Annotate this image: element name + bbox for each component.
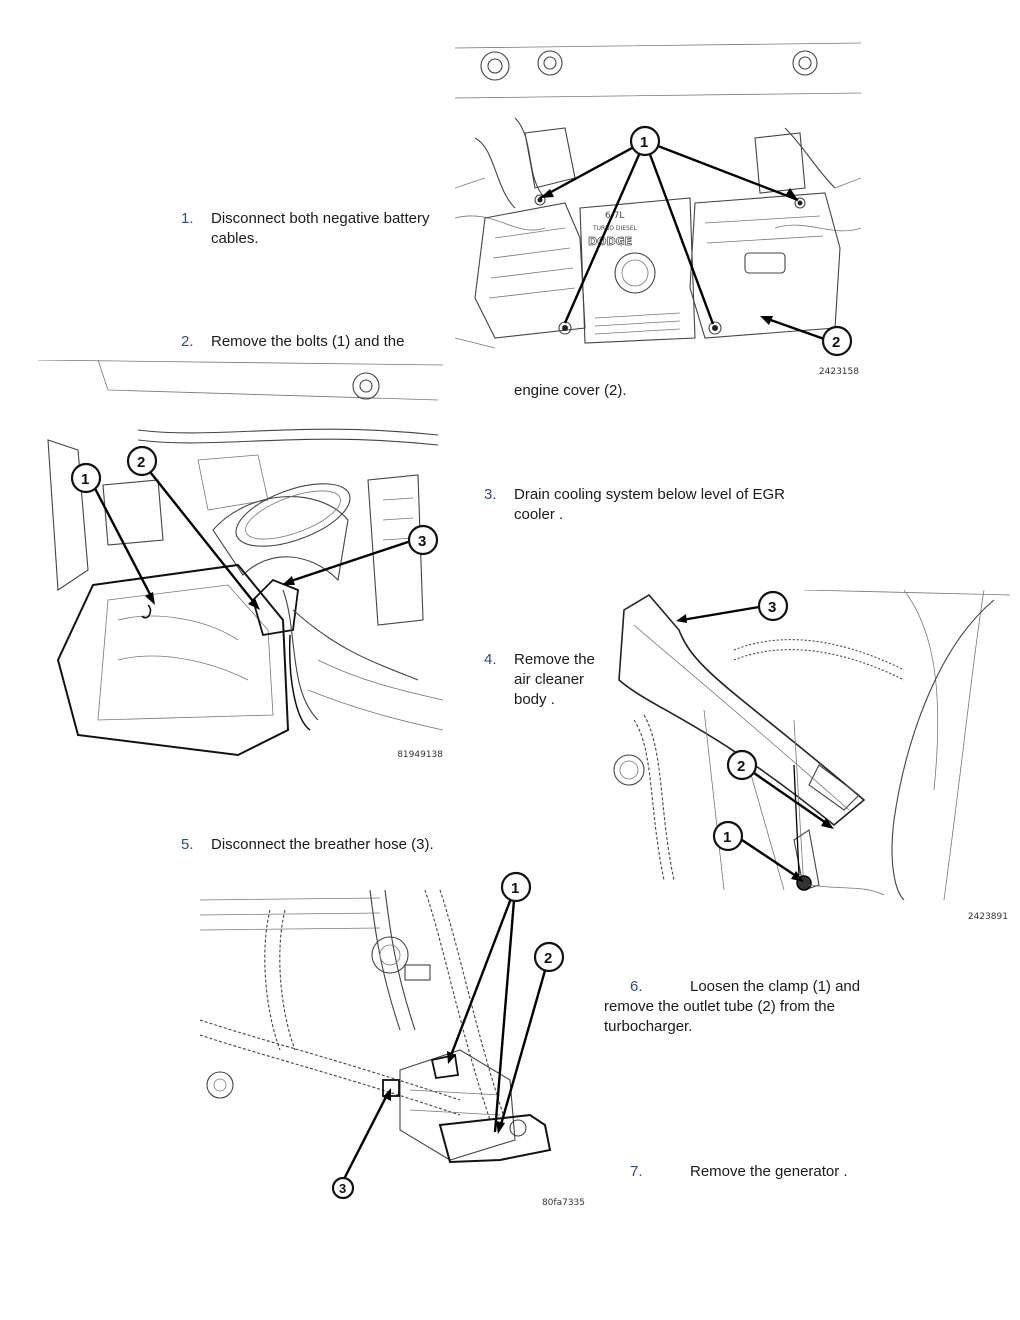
svg-text:1: 1 xyxy=(723,829,731,846)
callout-3: 3 xyxy=(757,590,789,622)
callout-1: 1 xyxy=(629,125,661,157)
svg-text:1: 1 xyxy=(81,471,89,488)
svg-text:1: 1 xyxy=(511,880,519,897)
step-text: Remove the air cleaner body . xyxy=(514,651,595,708)
figure-outlet-tube: 3 2 1 2423891 xyxy=(604,590,1010,930)
step-7: 7. Remove the generator . xyxy=(630,1162,890,1182)
step-6: 6.Loosen the clamp (1) and remove the ou… xyxy=(604,977,874,1037)
svg-text:2: 2 xyxy=(737,758,745,775)
step-2-continued: engine cover (2). xyxy=(514,382,627,399)
figure-id: 2423158 xyxy=(818,367,859,377)
svg-text:2: 2 xyxy=(832,334,840,351)
step-text: Remove the generator . xyxy=(690,1163,848,1180)
cover-text-turbo: TURBO DIESEL xyxy=(592,225,638,232)
svg-text:3: 3 xyxy=(339,1181,346,1196)
callout-3: 3 xyxy=(407,524,439,556)
engine-cover-illustration: 6.7L TURBO DIESEL DODGE 1 2 xyxy=(455,42,861,357)
cover-text-displacement: 6.7L xyxy=(605,211,624,221)
step-text: Loosen the clamp (1) and remove the outl… xyxy=(604,978,861,1035)
step-number: 7. xyxy=(630,1163,643,1180)
outlet-tube-illustration: 3 2 1 xyxy=(613,590,1010,900)
svg-text:3: 3 xyxy=(418,533,426,550)
svg-text:1: 1 xyxy=(640,134,648,151)
step-4: 4. Remove the air cleaner body . xyxy=(484,650,614,710)
figure-air-cleaner: 1 2 3 81949138 xyxy=(38,360,443,765)
step-number: 5. xyxy=(181,836,194,853)
step-number: 1. xyxy=(181,210,194,227)
step-text: Remove the bolts (1) and the xyxy=(211,333,405,350)
callout-2: 2 xyxy=(821,325,853,357)
callout-1: 1 xyxy=(70,462,102,494)
step-5: 5. Disconnect the breather hose (3). xyxy=(181,835,481,855)
svg-text:2: 2 xyxy=(137,454,145,471)
step-1: 1. Disconnect both negative battery cable… xyxy=(181,209,461,249)
svg-text:2: 2 xyxy=(544,950,552,967)
air-cleaner-illustration: 1 2 3 xyxy=(38,360,443,757)
figure-id: 81949138 xyxy=(397,750,443,760)
step-number: 6. xyxy=(630,978,643,995)
callout-3: 3 xyxy=(331,1176,355,1200)
step-text: Disconnect both negative battery cables. xyxy=(211,210,430,247)
callout-2: 2 xyxy=(533,941,565,973)
step-number: 3. xyxy=(484,486,497,503)
callout-2: 2 xyxy=(726,749,758,781)
step-3: 3. Drain cooling system below level of EG… xyxy=(484,485,824,525)
generator-illustration: 1 2 3 xyxy=(200,871,565,1200)
figure-id: 80fa7335 xyxy=(541,1198,585,1208)
svg-text:3: 3 xyxy=(768,599,776,616)
callout-1: 1 xyxy=(712,820,744,852)
step-text: Disconnect the breather hose (3). xyxy=(211,836,434,853)
step-text: Drain cooling system below level of EGR … xyxy=(514,486,785,523)
figure-engine-cover: 6.7L TURBO DIESEL DODGE 1 2 2423158 xyxy=(455,38,861,378)
step-number: 2. xyxy=(181,333,194,350)
step-2: 2. Remove the bolts (1) and the xyxy=(181,332,461,352)
figure-id: 2423891 xyxy=(967,912,1008,922)
step-number: 4. xyxy=(484,651,497,668)
callout-2: 2 xyxy=(126,445,158,477)
callout-1: 1 xyxy=(500,871,532,903)
cover-text-brand: DODGE xyxy=(588,235,632,248)
figure-generator: 1 2 3 80fa7335 xyxy=(200,870,600,1215)
